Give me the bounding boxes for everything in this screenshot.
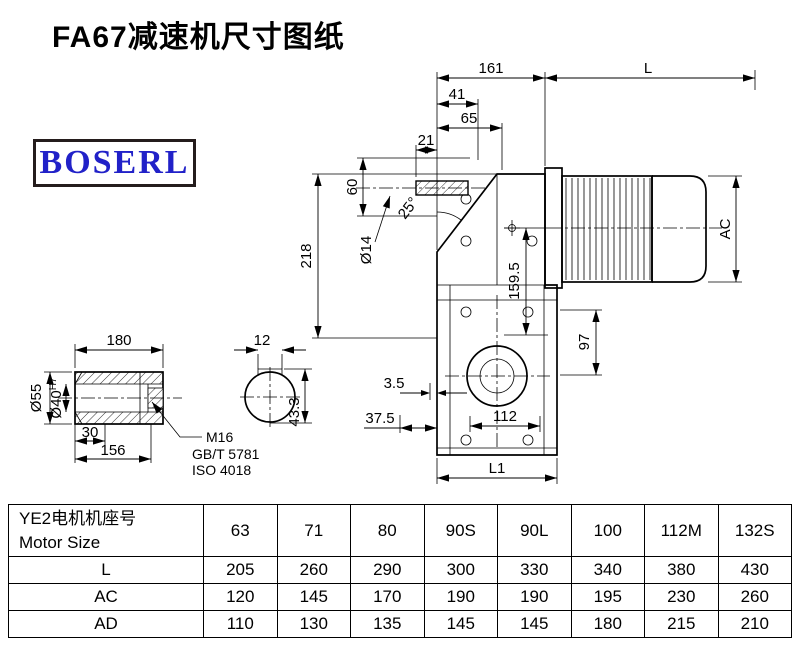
keyway-section — [240, 367, 302, 428]
table-row-L: L 205 260 290 300 330 340 380 430 — [8, 556, 792, 584]
table-row-AC: AC 120 145 170 190 190 195 230 260 — [8, 583, 792, 611]
dim-value-cell: 180 — [570, 610, 645, 638]
hollow-shaft-section — [58, 371, 202, 438]
dim-value-cell: 205 — [203, 556, 278, 584]
note-m16: M16 — [206, 429, 233, 445]
table-row-AD: AD 110 130 135 145 145 180 215 210 — [8, 610, 792, 638]
motor-size-header-en: Motor Size — [19, 532, 101, 552]
dim-value-cell: 130 — [276, 610, 351, 638]
dim-value-cell: 330 — [497, 556, 572, 584]
dim-112: 112 — [493, 408, 517, 425]
brand-logo-text: BOSERL — [39, 144, 190, 181]
dim-L: L — [644, 60, 652, 77]
main-view: 161 L 41 65 21 60 218 Ø14 25° AC 159.5 9… — [298, 60, 756, 484]
size-header-cell: 132S — [717, 504, 792, 557]
dim-row-label: AD — [8, 610, 204, 638]
dim-21: 21 — [418, 132, 435, 149]
dim-156: 156 — [100, 442, 125, 459]
dim-angle-25: 25° — [395, 194, 422, 222]
motor-fins — [565, 178, 651, 280]
dim-60: 60 — [344, 179, 361, 196]
dim-row-label: L — [8, 556, 204, 584]
size-header-cell: 112M — [644, 504, 719, 557]
dim-value-cell: 300 — [423, 556, 498, 584]
dim-value-cell: 145 — [497, 610, 572, 638]
dim-41: 41 — [449, 86, 466, 103]
dim-value-cell: 230 — [644, 583, 719, 611]
dim-43-3: 43.3 — [286, 397, 303, 426]
dim-value-cell: 145 — [423, 610, 498, 638]
motor-body — [544, 167, 722, 289]
size-header-cell: 80 — [350, 504, 425, 557]
size-header-cell: 63 — [203, 504, 278, 557]
shaft-view-dimensions: 180 Ø55 Ø40H7 30 156 12 43.3 M16 GB/T 57… — [28, 332, 312, 478]
dim-row-label: AC — [8, 583, 204, 611]
dim-159-5: 159.5 — [506, 262, 523, 300]
dim-value-cell: 110 — [203, 610, 278, 638]
dim-65: 65 — [461, 110, 478, 127]
dim-value-cell: 210 — [717, 610, 792, 638]
dim-value-cell: 215 — [644, 610, 719, 638]
page-title: FA67减速机尺寸图纸 — [52, 21, 345, 54]
gearbox-housing — [436, 173, 558, 456]
dim-30: 30 — [82, 424, 99, 441]
input-shaft — [356, 180, 486, 196]
dim-AC: AC — [717, 218, 734, 239]
motor-dimension-table: YE2电机机座号 Motor Size 63 71 80 90S 90L 100… — [8, 504, 792, 638]
dim-value-cell: 430 — [717, 556, 792, 584]
dim-3-5: 3.5 — [384, 375, 405, 392]
motor-size-header-cn: YE2电机机座号 — [19, 508, 137, 528]
dim-value-cell: 135 — [350, 610, 425, 638]
size-header-cell: 71 — [276, 504, 351, 557]
dim-value-cell: 195 — [570, 583, 645, 611]
dim-value-cell: 340 — [570, 556, 645, 584]
dim-value-cell: 290 — [350, 556, 425, 584]
dim-dia55: Ø55 — [28, 384, 45, 412]
main-view-dimensions: 161 L 41 65 21 60 218 Ø14 25° AC 159.5 9… — [298, 60, 756, 484]
size-header-cell: 100 — [570, 504, 645, 557]
motor-size-header: YE2电机机座号 Motor Size — [8, 504, 204, 557]
dim-218: 218 — [298, 243, 315, 268]
dim-97: 97 — [576, 334, 593, 351]
dim-180: 180 — [106, 332, 131, 349]
note-iso-standard: ISO 4018 — [192, 462, 251, 478]
size-header-cell: 90L — [497, 504, 572, 557]
dim-value-cell: 380 — [644, 556, 719, 584]
dim-dia40-h7: Ø40H7 — [48, 377, 65, 419]
dim-12: 12 — [254, 332, 271, 349]
dim-value-cell: 145 — [276, 583, 351, 611]
dim-value-cell: 260 — [717, 583, 792, 611]
dim-value-cell: 190 — [423, 583, 498, 611]
table-header-row: YE2电机机座号 Motor Size 63 71 80 90S 90L 100… — [8, 504, 792, 557]
size-header-cell: 90S — [423, 504, 498, 557]
dim-dia14: Ø14 — [358, 236, 375, 264]
dim-161: 161 — [478, 60, 503, 77]
dim-value-cell: 260 — [276, 556, 351, 584]
dimension-drawing: 161 L 41 65 21 60 218 Ø14 25° AC 159.5 9… — [28, 60, 756, 484]
brand-logo: BOSERL — [33, 139, 196, 187]
dim-L1: L1 — [489, 460, 506, 477]
dim-value-cell: 190 — [497, 583, 572, 611]
shaft-detail-view: 180 Ø55 Ø40H7 30 156 12 43.3 M16 GB/T 57… — [28, 332, 312, 478]
dim-37-5: 37.5 — [365, 410, 394, 427]
dim-value-cell: 120 — [203, 583, 278, 611]
dim-value-cell: 170 — [350, 583, 425, 611]
note-gb-standard: GB/T 5781 — [192, 446, 260, 462]
